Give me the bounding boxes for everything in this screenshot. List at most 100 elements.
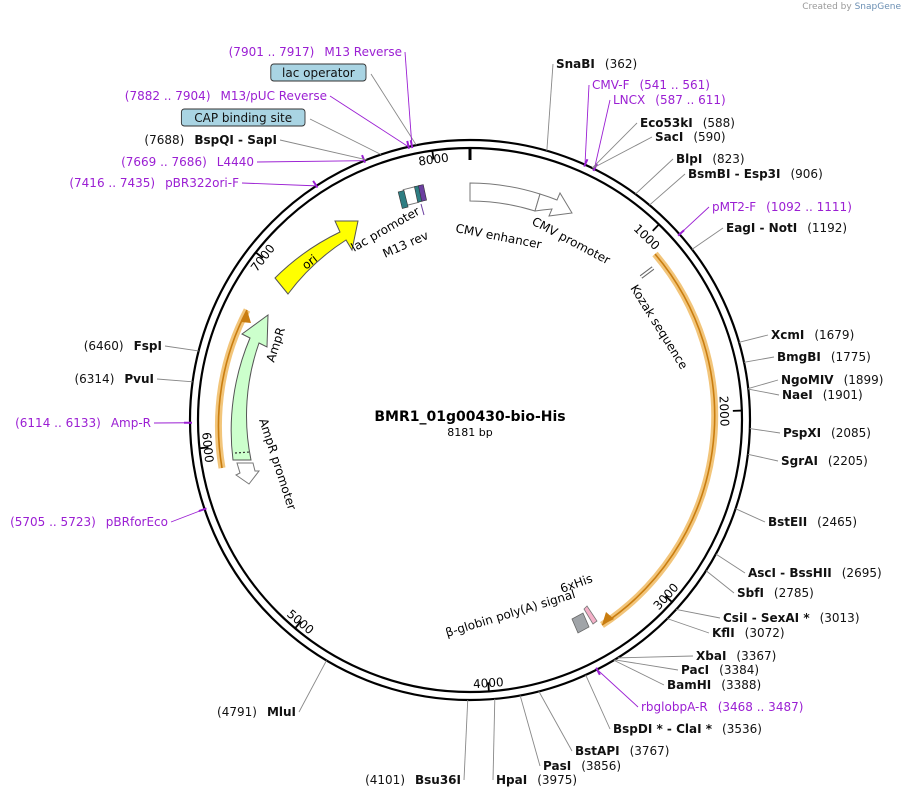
site-asci-bsshii[interactable]: AscI - BssHII(2695) bbox=[715, 553, 882, 580]
site-position: (3975) bbox=[537, 773, 577, 787]
site-name: EagI - NotI bbox=[726, 221, 797, 235]
site-bamhi[interactable]: BamHI(3388) bbox=[613, 659, 761, 692]
primer-mark bbox=[312, 180, 319, 189]
ori-arrow bbox=[274, 220, 359, 295]
site-name: NgoMIV bbox=[781, 373, 834, 387]
site-position: (1192) bbox=[807, 221, 847, 235]
site-xcmi[interactable]: XcmI (1679) bbox=[738, 328, 854, 343]
cap-site-marker bbox=[397, 190, 409, 209]
site-position: (7901 .. 7917) bbox=[229, 45, 315, 59]
site-label: EagI - NotI (1192) bbox=[726, 221, 847, 235]
site-label: CMV-F(541 .. 561) bbox=[592, 78, 710, 92]
site-name: HpaI bbox=[496, 773, 527, 787]
m13-rev-arrow bbox=[420, 203, 425, 216]
tick-label-8000: 8000 bbox=[417, 150, 449, 168]
site-label: (6314)PvuI bbox=[74, 372, 154, 386]
site-position: (362) bbox=[605, 57, 637, 71]
site-pasi[interactable]: PasI(3856) bbox=[519, 695, 621, 773]
backbone-outer bbox=[188, 138, 752, 702]
site-position: (588) bbox=[703, 116, 735, 130]
site-name: Bsu36I bbox=[415, 773, 461, 787]
leader-line bbox=[538, 691, 573, 752]
site-name: BmgBI bbox=[777, 350, 821, 364]
site-bmgbi[interactable]: BmgBI(1775) bbox=[743, 350, 871, 364]
site-bspqi-sapi[interactable]: (7688)BspQI - SapI bbox=[144, 133, 367, 161]
leader-line bbox=[592, 136, 653, 169]
site-ngomiv[interactable]: NgoMIV (1899) bbox=[748, 373, 884, 390]
site-name: SbfI bbox=[737, 586, 764, 600]
site-position: (587 .. 611) bbox=[655, 93, 725, 107]
site-lncx[interactable]: LNCX (587 .. 611) bbox=[592, 93, 726, 172]
site-hpai[interactable]: HpaI (3975) bbox=[492, 698, 577, 787]
site-blpi[interactable]: BlpI(823) bbox=[635, 152, 745, 195]
site-amp-r[interactable]: (6114 .. 6133)Amp-R bbox=[15, 416, 193, 430]
site-position: (3072) bbox=[745, 626, 785, 640]
site-name: CMV-F bbox=[592, 78, 630, 92]
tick-label-2000: 2000 bbox=[717, 396, 732, 427]
site-sbfi[interactable]: SbfI(2785) bbox=[705, 570, 814, 600]
site-label: (6460)FspI bbox=[84, 339, 162, 353]
site-pbr322ori-f[interactable]: (7416 .. 7435)pBR322ori-F bbox=[69, 176, 319, 190]
leader-line bbox=[735, 508, 766, 523]
site-cmv-f[interactable]: CMV-F(541 .. 561) bbox=[583, 78, 710, 167]
leader-line bbox=[591, 122, 638, 169]
leader-line bbox=[546, 63, 554, 151]
site-label: SbfI(2785) bbox=[737, 586, 814, 600]
leader-line bbox=[463, 699, 469, 781]
site-name: XcmI bbox=[771, 328, 804, 342]
site-position: (1092 .. 1111) bbox=[766, 200, 852, 214]
site-snabi[interactable]: SnaBI(362) bbox=[546, 57, 637, 151]
site-saci[interactable]: SacI(590) bbox=[592, 130, 726, 169]
leader-line bbox=[705, 570, 735, 594]
site-label: SgrAI(2205) bbox=[781, 454, 868, 468]
site-position: (2085) bbox=[831, 426, 871, 440]
site-name: AscI - BssHII bbox=[748, 566, 832, 580]
site-pspxi[interactable]: PspXI(2085) bbox=[749, 426, 871, 440]
site-naei[interactable]: NaeI(1901) bbox=[748, 388, 863, 402]
site-eagi-noti[interactable]: EagI - NotI (1192) bbox=[691, 221, 847, 250]
tick-label-6000: 6000 bbox=[199, 432, 216, 464]
tick-mark-5000 bbox=[294, 620, 302, 629]
site-name: LNCX bbox=[613, 93, 645, 107]
site-pbrforeco[interactable]: (5705 .. 5723)pBRforEco bbox=[10, 507, 207, 529]
site-pvui[interactable]: (6314)PvuI bbox=[74, 372, 193, 386]
leader-line bbox=[298, 660, 327, 713]
tick-mark-4000 bbox=[487, 682, 490, 692]
site-name: SacI bbox=[655, 130, 683, 144]
site-label: (7669 .. 7686)L4440 bbox=[121, 155, 254, 169]
site-fspi[interactable]: (6460)FspI bbox=[84, 339, 199, 353]
site-name: CsiI - SexAI * bbox=[723, 611, 810, 625]
site-sgrai[interactable]: SgrAI(2205) bbox=[747, 453, 868, 468]
site-rbglobpa-r[interactable]: rbglobpA-R(3468 .. 3487) bbox=[595, 667, 804, 714]
site-mlui[interactable]: (4791)MluI bbox=[217, 660, 327, 719]
site-bsu36i[interactable]: (4101)Bsu36I bbox=[365, 699, 469, 787]
site-csii-sexai[interactable]: CsiI - SexAI *(3013) bbox=[676, 609, 860, 625]
site-bsmbi-esp3i[interactable]: BsmBI - Esp3I(906) bbox=[649, 167, 823, 206]
site-lac-operator[interactable]: lac operator bbox=[270, 63, 417, 146]
site-position: (3468 .. 3487) bbox=[718, 700, 804, 714]
site-label: BstEII(2465) bbox=[768, 515, 857, 529]
site-m13-reverse[interactable]: (7901 .. 7917)M13 Reverse bbox=[229, 45, 414, 149]
site-l4440[interactable]: (7669 .. 7686)L4440 bbox=[121, 154, 366, 169]
orf-right-arrowhead bbox=[602, 612, 614, 625]
site-position: (1679) bbox=[814, 328, 854, 342]
site-position: (3367) bbox=[736, 649, 776, 663]
site-bstapi[interactable]: BstAPI(3767) bbox=[538, 691, 670, 758]
site-xbai[interactable]: XbaI(3367) bbox=[617, 649, 777, 663]
leader-line bbox=[593, 99, 611, 170]
leader-line bbox=[492, 698, 496, 781]
site-bsteii[interactable]: BstEII(2465) bbox=[735, 508, 857, 529]
site-cap-binding-site[interactable]: CAP binding site bbox=[180, 108, 382, 155]
primer-mark bbox=[595, 667, 601, 676]
site-kfli[interactable]: KflI(3072) bbox=[667, 618, 785, 640]
site-paci[interactable]: PacI(3384) bbox=[614, 659, 759, 677]
site-position: (1899) bbox=[844, 373, 884, 387]
leader-line bbox=[748, 379, 779, 390]
site-pmt2-f[interactable]: pMT2-F(1092 .. 1111) bbox=[677, 200, 852, 237]
site-label: (4101)Bsu36I bbox=[365, 773, 461, 787]
site-name: BsmBI - Esp3I bbox=[688, 167, 780, 181]
credit-prefix: Created by bbox=[802, 2, 852, 12]
site-eco53ki[interactable]: Eco53kI(588) bbox=[591, 116, 735, 169]
site-m13-puc-reverse[interactable]: (7882 .. 7904)M13/pUC Reverse bbox=[125, 89, 410, 149]
site-bspdi-clai[interactable]: BspDI * - ClaI *(3536) bbox=[585, 674, 762, 736]
